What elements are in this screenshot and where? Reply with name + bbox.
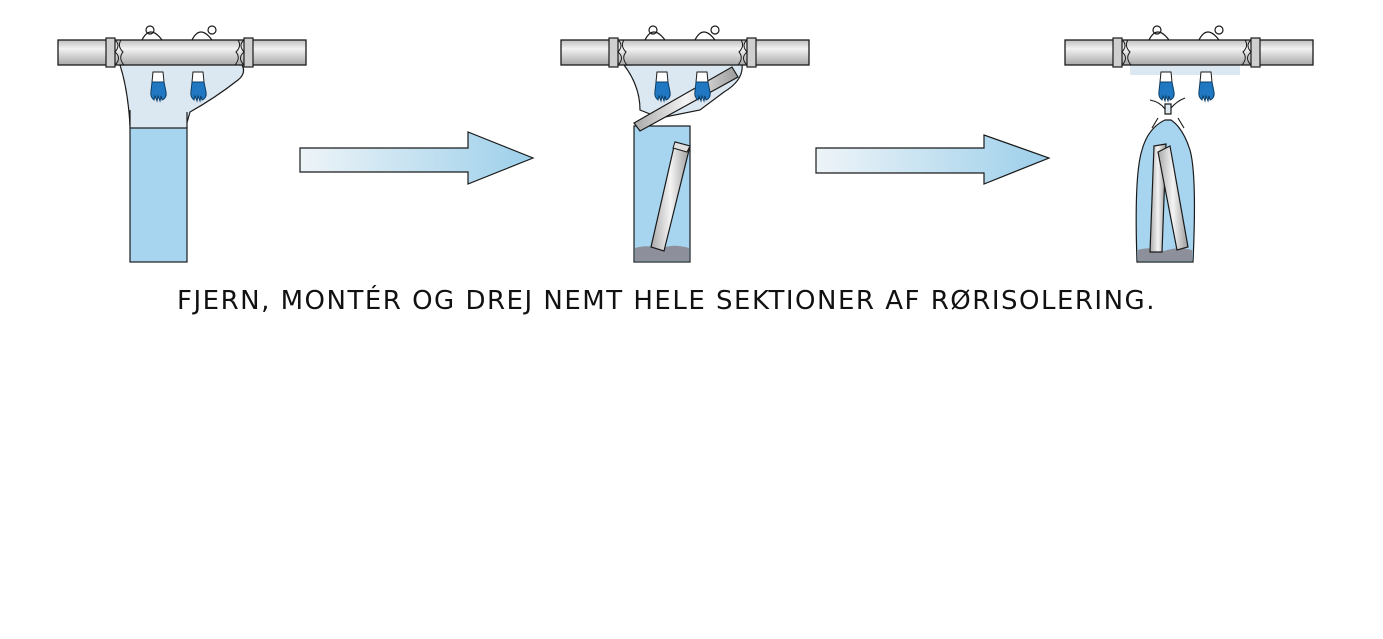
step-3-figure <box>1064 25 1314 263</box>
arrow-right-icon <box>299 131 535 185</box>
glovebag-stub <box>1130 65 1240 75</box>
insulation-pieces-in-bag <box>1149 143 1189 253</box>
pipe <box>1064 25 1314 68</box>
twisted-bag-neck <box>1149 97 1186 129</box>
diagram-caption: FJERN, MONTÉR OG DREJ NEMT HELE SEKTIONE… <box>177 286 1156 316</box>
debris <box>635 245 689 261</box>
glove-left-icon <box>1158 71 1175 102</box>
insulation-piece-in-bag <box>650 141 691 252</box>
arrow-right-icon <box>815 134 1051 185</box>
glove-left-icon <box>150 71 167 102</box>
pipe <box>57 25 307 68</box>
glove-right-icon <box>1198 71 1215 102</box>
step-1-figure <box>57 25 307 263</box>
glove-right-icon <box>190 71 207 102</box>
glove-left-icon <box>654 71 671 102</box>
glove-right-icon <box>694 71 711 102</box>
pipe <box>560 25 810 68</box>
step-2-figure <box>560 25 810 263</box>
liquid-column <box>129 127 188 263</box>
collection-bag-upper <box>130 110 187 128</box>
